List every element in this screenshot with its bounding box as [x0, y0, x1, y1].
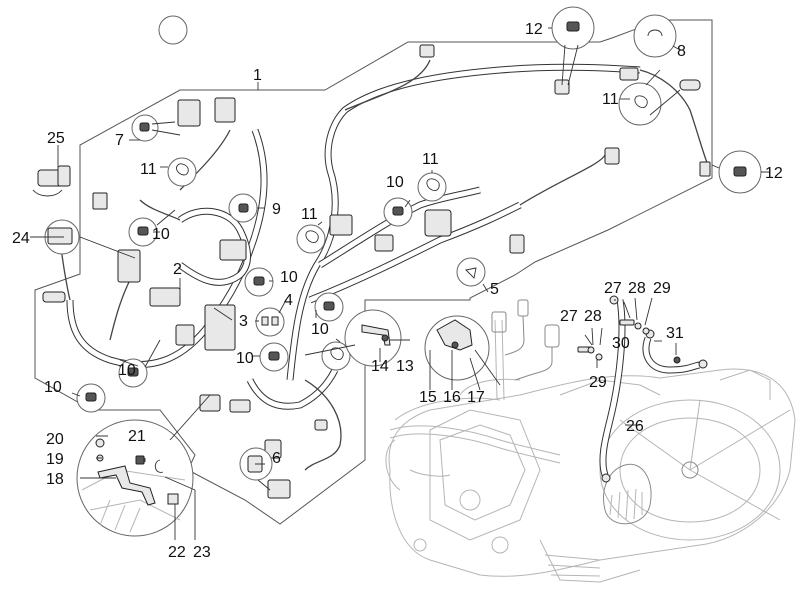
connectors [42, 44, 711, 499]
callout-29b: 29 [589, 374, 607, 391]
callout-17: 17 [467, 389, 485, 406]
leader-lines [30, 27, 770, 540]
callout-5: 5 [490, 281, 499, 298]
callout-29a: 29 [653, 280, 671, 297]
ground-cables [577, 295, 708, 483]
callout-10a: 10 [152, 226, 170, 243]
callout-10b: 10 [280, 269, 298, 286]
callout-labels: 1 2 3 4 5 6 7 8 9 10 10 10 10 10 10 10 1… [12, 21, 783, 561]
callout-28a: 28 [628, 280, 646, 297]
callout-22: 22 [168, 544, 186, 561]
callout-18: 18 [46, 471, 64, 488]
callout-8: 8 [677, 43, 686, 60]
callout-23: 23 [193, 544, 211, 561]
callout-27a: 27 [604, 280, 622, 297]
main-wiring-harness [59, 59, 711, 471]
callout-27b: 27 [560, 308, 578, 325]
callout-24: 24 [12, 230, 30, 247]
callout-12b: 12 [765, 165, 783, 182]
callout-10f: 10 [311, 321, 329, 338]
callout-31: 31 [666, 325, 684, 342]
harness-group-outline [34, 19, 713, 525]
callout-20: 20 [46, 431, 64, 448]
callout-21: 21 [128, 428, 146, 445]
callout-15: 15 [419, 389, 437, 406]
callout-13: 13 [396, 358, 414, 375]
callout-14: 14 [371, 358, 389, 375]
callout-3: 3 [239, 313, 248, 330]
callout-7: 7 [115, 132, 124, 149]
callout-25: 25 [47, 130, 65, 147]
callout-10e: 10 [236, 350, 254, 367]
callout-11b: 11 [301, 206, 318, 223]
callout-12a: 12 [525, 21, 543, 38]
callout-6: 6 [272, 450, 281, 467]
callout-2: 2 [173, 261, 182, 278]
callout-28b: 28 [584, 308, 602, 325]
callout-26: 26 [626, 418, 644, 435]
callout-1: 1 [253, 67, 262, 84]
callout-16: 16 [443, 389, 461, 406]
callout-30: 30 [612, 335, 630, 352]
callout-11d: 11 [602, 91, 619, 108]
callout-9: 9 [272, 201, 281, 218]
callout-10d: 10 [44, 379, 62, 396]
callout-4: 4 [284, 292, 293, 309]
callout-11a: 11 [140, 161, 157, 178]
callout-10g: 10 [386, 174, 404, 191]
callout-11c: 11 [422, 151, 439, 168]
callout-10c: 10 [118, 362, 136, 379]
standalone-parts [32, 165, 73, 245]
callout-19: 19 [46, 451, 64, 468]
